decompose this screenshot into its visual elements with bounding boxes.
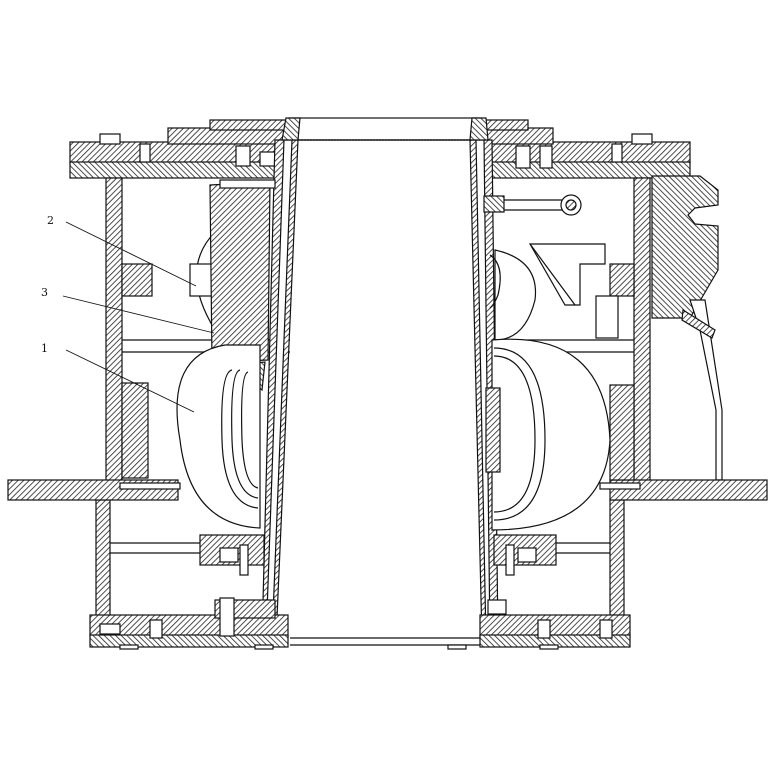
leader-lines — [62, 221, 215, 413]
upper-roller-right — [489, 243, 619, 341]
lower-roller-right — [485, 338, 611, 531]
leader-2 — [65, 221, 197, 287]
leader-3 — [62, 295, 215, 334]
central-bore — [290, 139, 482, 646]
right-inner-blocks — [485, 263, 635, 481]
lower-bearing-blocks — [110, 534, 610, 576]
left-inner-blocks — [121, 263, 290, 479]
side-clamp — [651, 175, 723, 481]
lower-roller-left — [176, 344, 261, 529]
top-bolts — [99, 133, 653, 169]
top-flange — [69, 117, 691, 179]
callout-1: 1 — [41, 342, 48, 355]
callout-2: 2 — [47, 214, 54, 227]
outer-wall-right — [609, 177, 651, 623]
leader-1 — [65, 349, 195, 413]
middle-flange — [7, 479, 768, 501]
eyebolt-fitting — [483, 194, 582, 216]
callout-3: 3 — [41, 286, 48, 299]
bottom-flange — [89, 597, 631, 650]
outer-wall-left — [95, 177, 123, 623]
